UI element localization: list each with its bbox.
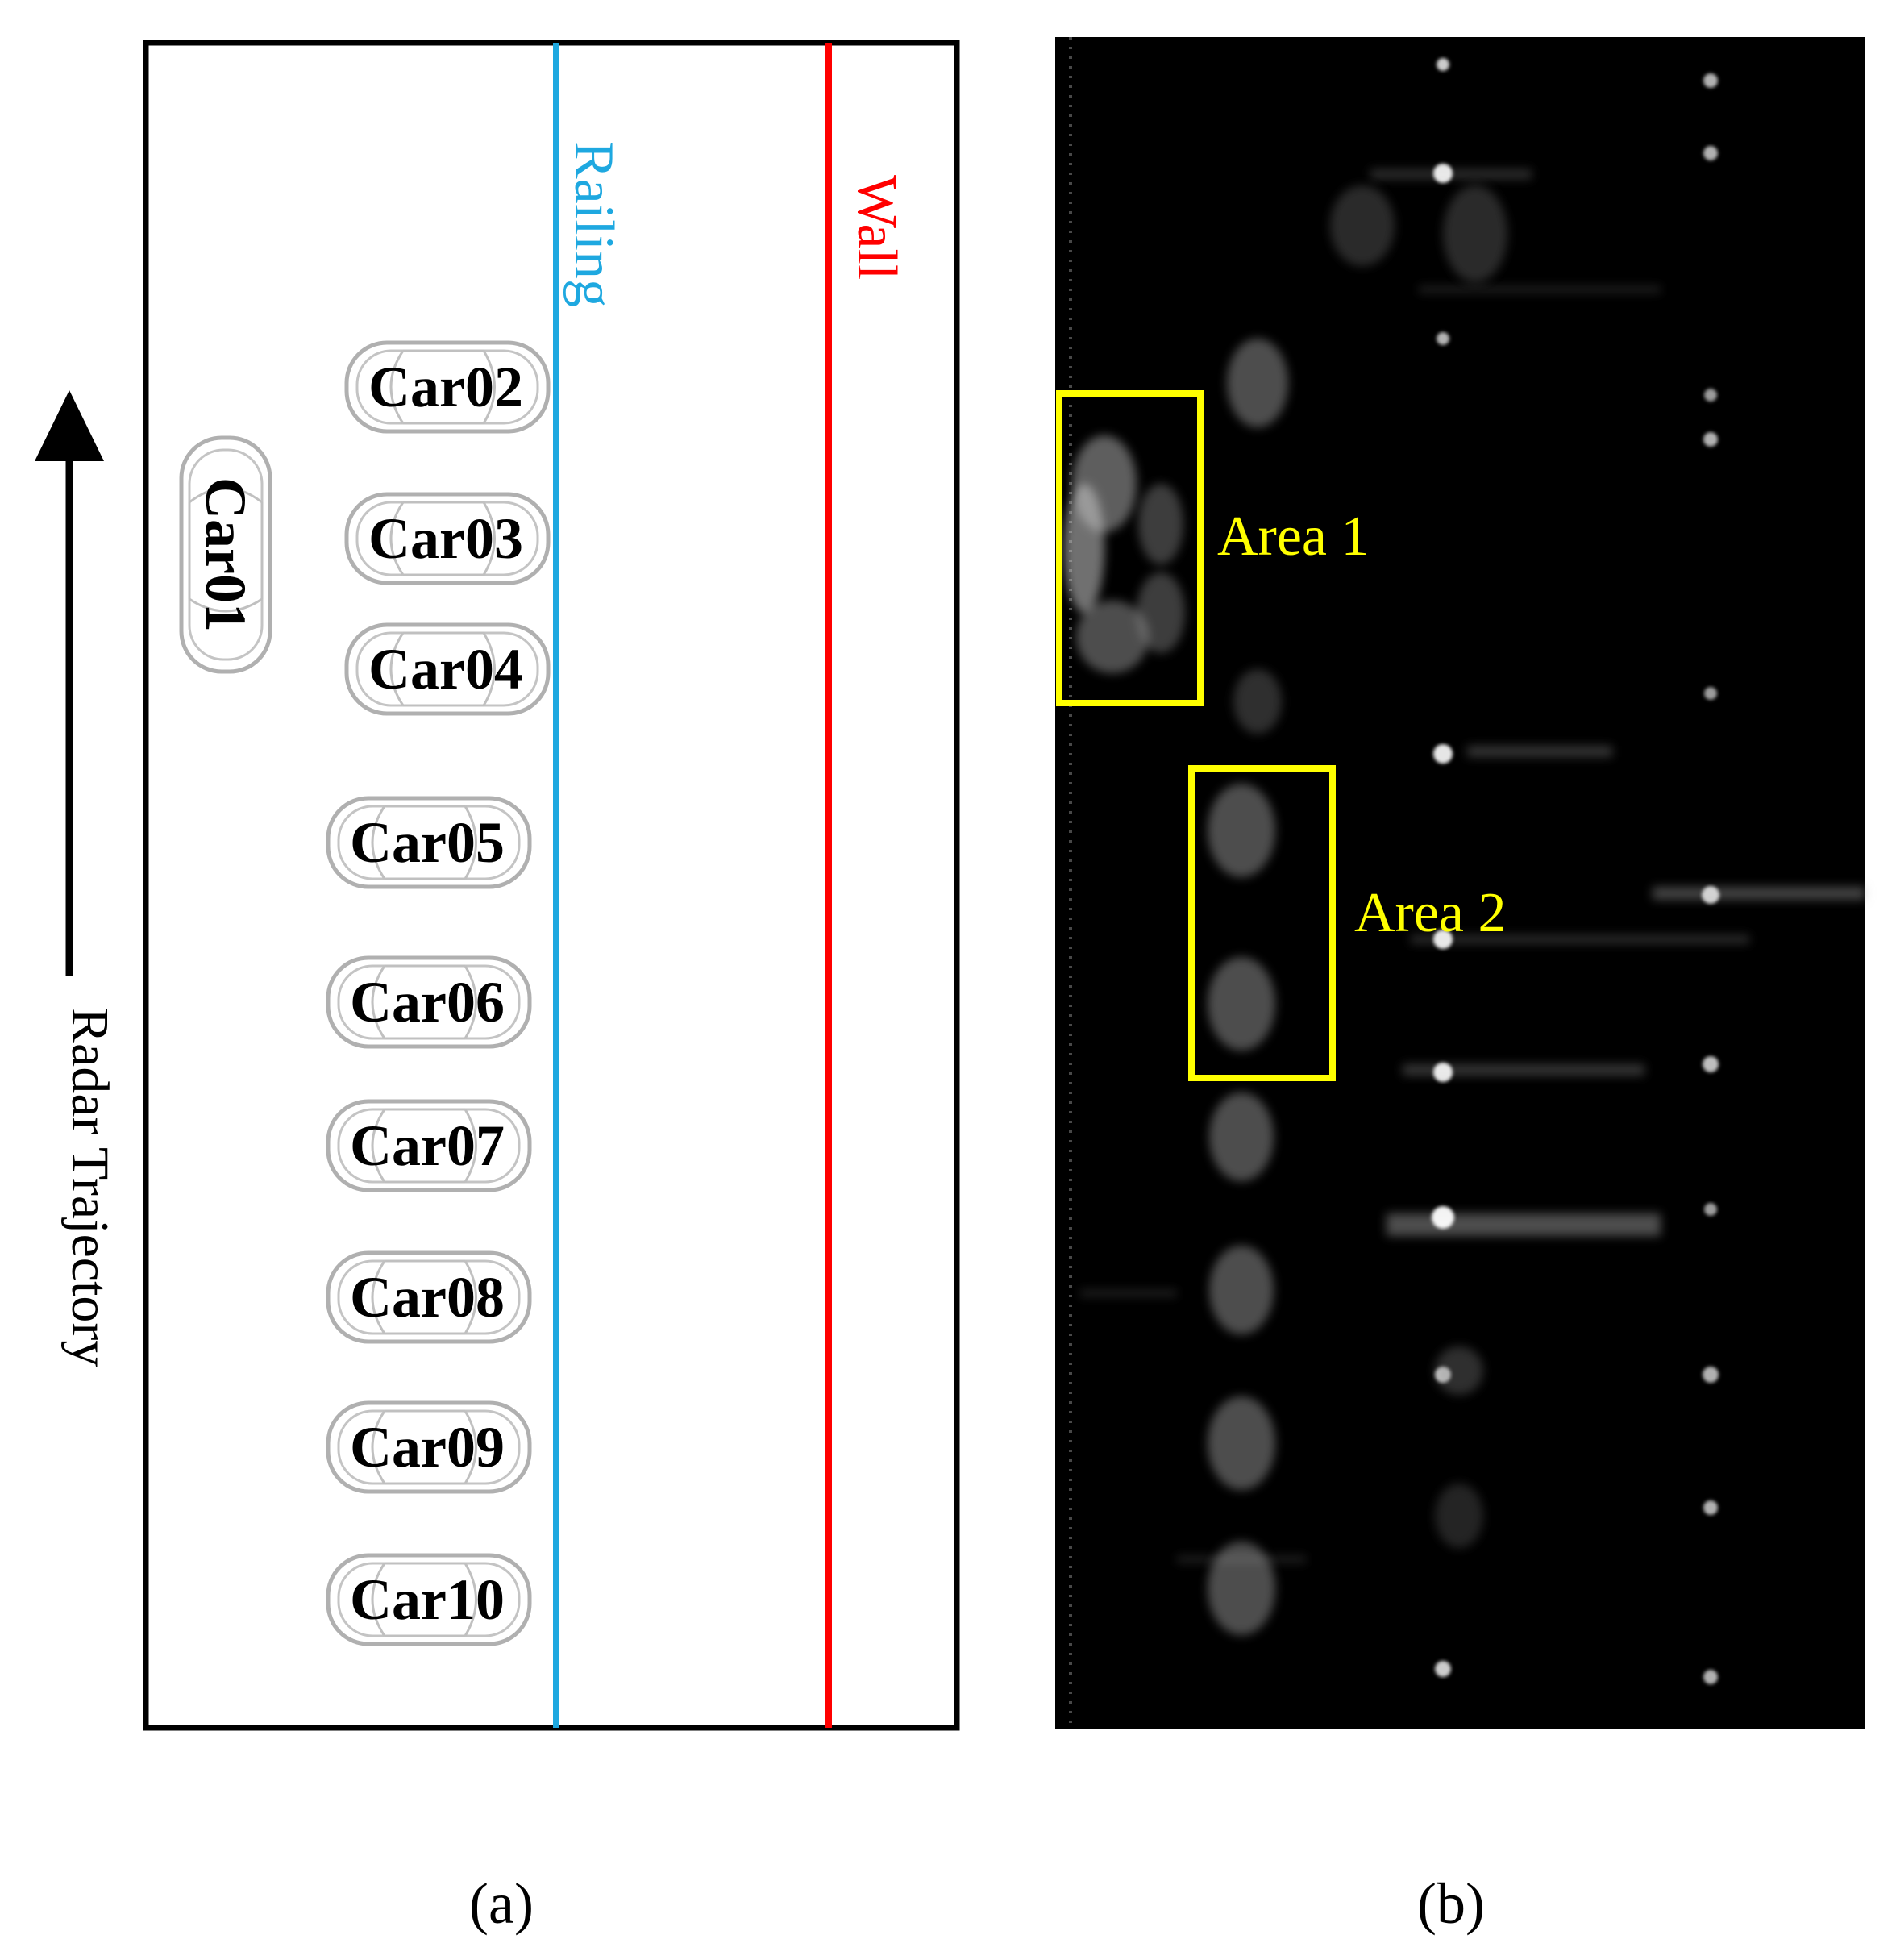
car-icon: Car01	[179, 435, 272, 674]
car-label: Car08	[350, 1265, 505, 1330]
area-1-box	[1056, 390, 1204, 706]
car-label: Car01	[193, 477, 258, 632]
car-label: Car04	[368, 637, 523, 701]
area-2-box	[1188, 765, 1336, 1081]
car-icon: Car03	[344, 492, 551, 585]
car-icon: Car09	[326, 1400, 532, 1494]
car-icon: Car02	[344, 340, 551, 434]
radar-trajectory-label: Radar Trajectory	[60, 1008, 119, 1367]
area-1-label: Area 1	[1217, 506, 1370, 568]
caption-a: (a)	[469, 1871, 534, 1936]
railing-label: Railing	[563, 141, 625, 307]
car-icon: Car05	[326, 796, 532, 889]
car-label: Car02	[368, 355, 523, 419]
area-2-label: Area 2	[1354, 882, 1507, 944]
car-label: Car06	[350, 970, 505, 1034]
car-label: Car05	[350, 810, 505, 875]
radar-trajectory-arrow	[35, 390, 104, 976]
panel-a-parking-layout: Railing Wall Radar Trajectory Car01 Car0…	[35, 40, 960, 1731]
bright-scatterers	[1432, 58, 1719, 1684]
car-label: Car07	[350, 1113, 505, 1178]
car-icon: Car04	[344, 622, 551, 716]
car-icon: Car08	[326, 1250, 532, 1344]
panel-b-sar-image: Area 1 Area 2	[1055, 37, 1865, 1729]
car-icon: Car10	[326, 1553, 532, 1646]
parking-area-frame	[143, 40, 960, 1731]
car-icon: Car07	[326, 1099, 532, 1192]
caption-b: (b)	[1417, 1871, 1485, 1936]
car-signatures	[1064, 185, 1507, 1635]
car-icon: Car06	[326, 955, 532, 1049]
car-label: Car03	[368, 506, 523, 571]
car-label: Car10	[350, 1567, 505, 1632]
wall-label: Wall	[846, 175, 908, 280]
car-label: Car09	[350, 1415, 505, 1479]
